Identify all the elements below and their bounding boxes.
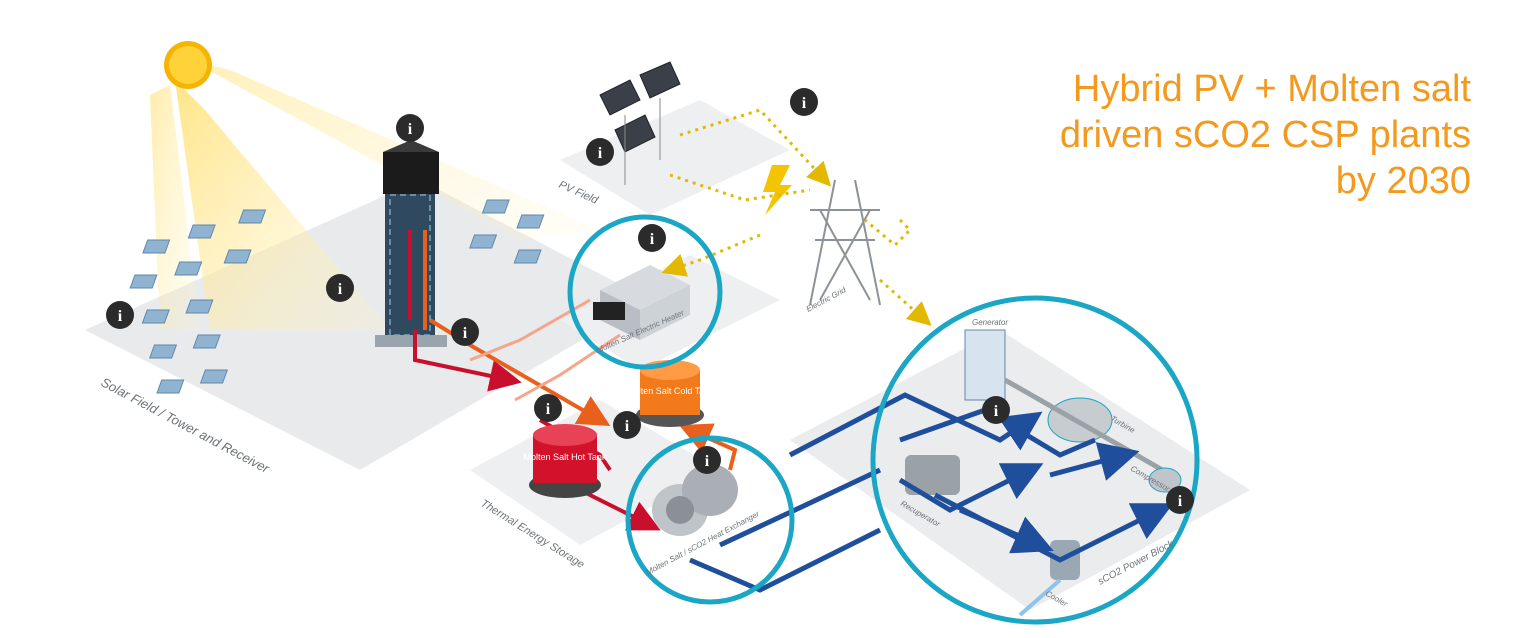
svg-text:i: i	[546, 401, 551, 418]
highlight-rings	[567, 214, 1200, 625]
hot-tank: Molten Salt Hot Tank	[524, 424, 607, 498]
cold-tank-label: Molten Salt Cold Tank	[626, 386, 714, 396]
svg-text:i: i	[408, 121, 413, 138]
transmission-tower-icon	[809, 179, 881, 306]
cold-tank: Molten Salt Cold Tank	[626, 360, 714, 427]
svg-text:i: i	[650, 231, 655, 248]
generator-label: Generator	[972, 318, 1008, 327]
svg-text:i: i	[802, 95, 807, 112]
pv-field-label: PV Field	[557, 179, 601, 207]
power-block-platform	[790, 330, 1250, 610]
svg-text:i: i	[705, 453, 710, 470]
title-line-2: driven sCO2 CSP plants	[1059, 114, 1471, 156]
heat-exchanger	[652, 464, 738, 536]
lightning-icon	[763, 165, 792, 215]
power-block-components	[905, 329, 1182, 580]
svg-text:i: i	[994, 403, 999, 420]
sco2-loops	[689, 392, 1174, 593]
pv-field-platform	[560, 100, 790, 215]
heliostat-mirrors	[129, 199, 545, 394]
info-marker-icon[interactable]	[106, 88, 1194, 514]
svg-text:i: i	[463, 325, 468, 342]
pv-panels	[599, 61, 681, 185]
electricity-lines	[661, 108, 932, 326]
title-line-3: by 2030	[1335, 160, 1471, 202]
svg-text:i: i	[338, 281, 343, 298]
svg-text:i: i	[1178, 493, 1183, 510]
title-line-1: Hybrid PV + Molten salt	[1072, 68, 1471, 110]
svg-text:i: i	[598, 145, 603, 162]
svg-text:i: i	[118, 308, 123, 325]
hot-tank-label: Molten Salt Hot Tank	[524, 452, 607, 462]
cooling-arrow	[1018, 578, 1062, 617]
slide-title: Hybrid PV + Molten salt driven sCO2 CSP …	[911, 66, 1471, 204]
svg-text:i: i	[625, 418, 630, 435]
